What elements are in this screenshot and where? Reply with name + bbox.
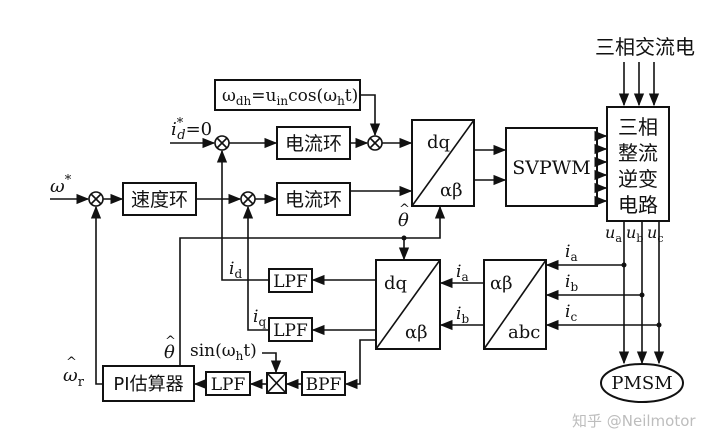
current-loop-d-label: 电流环 [285,133,342,155]
injection-lhs: ω [222,86,236,106]
inverter-line-1: 三相 [618,115,658,139]
watermark: 知乎 @Neilmotor [572,412,696,430]
pmsm-label: PMSM [611,373,672,394]
inv-park-top-label: dq [427,132,450,153]
current-loop-q-label: 电流环 [285,189,342,211]
i-c-label: ic [565,302,577,324]
omega-ref-label: ω* [50,173,72,197]
inverter-line-2: 整流 [618,141,658,165]
pi-estimator-block: PI估算器 [102,365,195,402]
inverter-line-4: 电路 [618,193,658,217]
injection-end: t) [345,86,358,106]
lpf-q-block: LPF [268,317,313,342]
speed-loop-label: 速度环 [131,189,188,211]
pmsm-motor: PMSM [600,363,684,403]
summing-junction-iq [240,191,256,207]
clarke-bottom-label: abc [508,322,540,343]
current-loop-q-block: 电流环 [276,182,351,216]
clarke-transform-block: αβ abc [483,259,547,350]
summing-junction-injection [367,135,383,151]
u-b-label: ub [626,223,643,245]
i-d-label: id [229,259,242,281]
i-alpha-label: ia [456,262,469,284]
i-q-label: iq [253,307,266,329]
lpf-d-label: LPF [273,272,308,292]
speed-loop-block: 速度环 [122,182,197,216]
injection-lhs-sub: dh [236,94,252,108]
summing-junction-speed [88,191,104,207]
svpwm-label: SVPWM [512,157,591,179]
inverter-block: 三相 整流 逆变 电路 [606,106,670,222]
svg-text:ωdh=uincos(ωht): ωdh=uincos(ωht) [222,86,358,108]
i-b-label: ib [565,272,578,294]
inverse-park-transform-block: dq αβ [411,119,475,207]
park-top-label: dq [384,273,407,294]
u-a-label: ua [605,223,622,245]
omega-r-hat-label: ωr [63,365,85,390]
park-bottom-label: αβ [405,322,428,343]
signal-wires [50,62,665,390]
injection-rest-sub: h [337,94,345,108]
injection-rest: cos(ω [288,86,337,106]
u-c-label: uc [647,223,663,245]
theta-hat-bottom-label: θ [164,342,175,363]
injection-mid: =u [251,86,276,106]
multiplier-block [266,372,287,394]
lpf-d-block: LPF [268,268,313,293]
i-beta-label: ib [456,304,469,326]
pi-estimator-label: PI估算器 [113,374,183,395]
sin-term-label: sin(ωht) [190,341,257,363]
lpf-q-label: LPF [273,321,308,341]
theta-hat-top-caret: ^ [399,202,410,217]
injection-mid-sub: in [277,94,289,108]
three-phase-ac-label: 三相交流电 [595,35,695,59]
id-ref-label: i*d=0 [171,116,212,143]
injection-signal-block: ωdh=uincos(ωht) [214,79,361,111]
theta-hat-bottom-caret: ^ [165,334,176,349]
theta-hat-top-label: θ [398,210,409,231]
omega-r-hat-caret: ^ [66,355,77,370]
inverter-line-3: 逆变 [618,167,658,191]
bpf-block: BPF [301,371,346,396]
i-a-label: ia [565,242,578,264]
bpf-label: BPF [306,375,342,395]
inv-park-bottom-label: αβ [440,180,463,201]
clarke-top-label: αβ [490,273,513,294]
lpf-bottom-block: LPF [205,371,251,396]
summing-junction-id [214,135,230,151]
current-loop-d-block: 电流环 [276,126,351,160]
svpwm-block: SVPWM [505,127,598,207]
park-transform-block: dq αβ [375,259,441,350]
lpf-bottom-label: LPF [211,375,246,395]
